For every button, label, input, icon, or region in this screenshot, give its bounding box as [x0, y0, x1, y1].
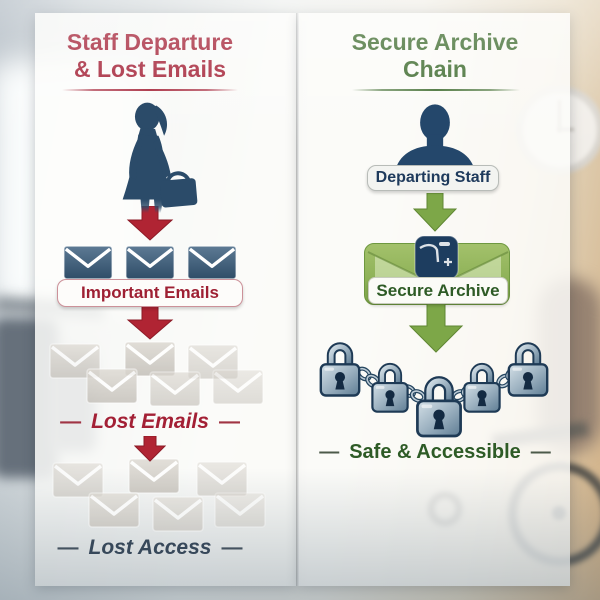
padlock-icon — [417, 381, 460, 436]
faded-envelope-icon — [214, 492, 266, 528]
faded-envelope-icon — [149, 371, 201, 407]
right-title-line2: Chain — [403, 56, 467, 82]
dash-left: — — [319, 441, 340, 463]
dash-right: — — [530, 441, 551, 463]
envelope-icon — [187, 245, 237, 280]
departing-staff-text: Departing Staff — [375, 169, 491, 186]
woman-silhouette-icon — [122, 102, 198, 213]
padlock-icon — [372, 367, 407, 412]
right-title-line1: Secure Archive — [351, 29, 519, 55]
secure-archive-text: Secure Archive — [376, 280, 500, 300]
faded-envelope-icon — [128, 458, 180, 494]
departing-staff-label: Departing Staff — [367, 165, 499, 191]
important-emails-label: Important Emails — [57, 279, 243, 307]
dash-left: — — [57, 536, 79, 559]
faded-envelope-icon — [212, 369, 264, 405]
man-silhouette-icon — [394, 104, 476, 173]
archive-bag-icon — [414, 235, 459, 280]
right-title: Secure Archive Chain — [320, 29, 550, 83]
padlock-icon — [321, 347, 359, 396]
left-title: Staff Departure & Lost Emails — [35, 29, 265, 83]
secure-archive-label: Secure Archive — [368, 277, 508, 304]
left-title-line2: & Lost Emails — [73, 56, 227, 82]
down-arrow-green-large-icon — [408, 304, 464, 353]
padlock-icon — [509, 347, 547, 396]
faded-envelope-icon — [152, 496, 204, 532]
lost-access-label: — Lost Access — — [40, 536, 260, 560]
right-title-underline — [352, 89, 520, 91]
lost-access-text: Lost Access — [88, 536, 212, 559]
dash-right: — — [221, 536, 243, 559]
faded-envelope-icon — [86, 368, 138, 404]
lost-emails-text: Lost Emails — [91, 410, 209, 433]
safe-accessible-text: Safe & Accessible — [349, 441, 521, 463]
important-emails-text: Important Emails — [81, 283, 219, 302]
left-title-underline — [62, 89, 238, 91]
padlock-chain-icon — [316, 334, 561, 446]
down-arrow-green-icon — [413, 193, 457, 232]
down-arrow-red-small-icon — [134, 436, 166, 462]
faded-envelope-icon — [88, 492, 140, 528]
dash-left: — — [60, 410, 82, 433]
padlock-icon — [464, 367, 499, 412]
envelope-icon — [125, 245, 175, 280]
lost-emails-label: — Lost Emails — — [40, 410, 260, 434]
dash-right: — — [218, 410, 240, 433]
left-title-line1: Staff Departure — [66, 29, 234, 55]
safe-accessible-label: — Safe & Accessible — — [318, 441, 552, 464]
down-arrow-red-icon — [126, 306, 174, 340]
envelope-icon — [63, 245, 113, 280]
panel-divider — [296, 13, 299, 586]
